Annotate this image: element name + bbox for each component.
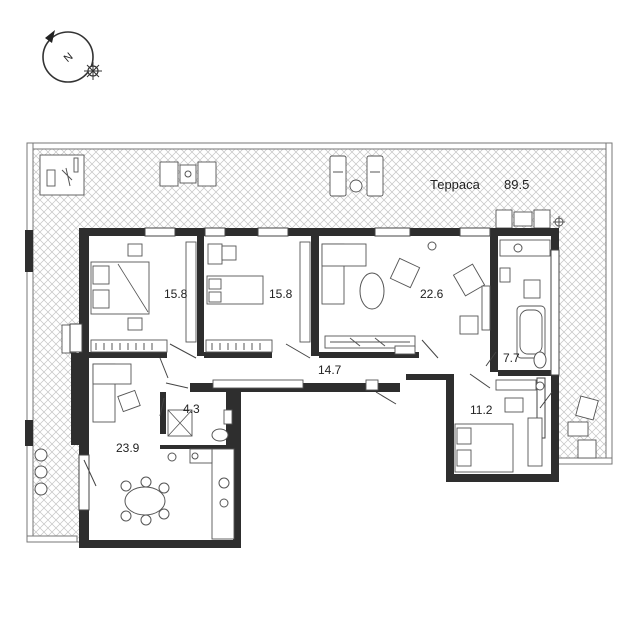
- living-room-furniture-icon: [321, 241, 491, 355]
- terrace-shower-icon: [39, 154, 85, 196]
- bathroom-2-fixtures-icon: [167, 409, 233, 442]
- terrace-side-chairs-icon: [495, 209, 565, 229]
- bedroom-1-bed-icon: [90, 243, 150, 331]
- room-area-bedroom-2: 15.8: [269, 287, 293, 301]
- bedroom-1-wardrobe-icon: [90, 241, 197, 353]
- sun-icon: [84, 62, 102, 80]
- bedroom-2-bed-icon: [205, 241, 311, 353]
- compass-letter: N: [62, 51, 76, 65]
- bedroom-3-furniture-icon: [454, 379, 545, 473]
- bathroom-1-fixtures-icon: [499, 239, 551, 369]
- room-area-bedroom-1: 15.8: [164, 287, 188, 301]
- apartment: 15.8 15.8 22.6 14.7 7.7 11.2 4.3 23.9: [69, 227, 560, 548]
- room-area-kitchen-dining: 23.9: [116, 441, 140, 455]
- room-area-bathroom-1: 7.7: [503, 351, 520, 365]
- terrace-name: Терраса: [430, 177, 481, 192]
- terrace-right-chairs-icon: [567, 395, 599, 459]
- hall-cabinet-icon: [212, 379, 379, 391]
- room-area-bathroom-2: 4.3: [183, 402, 200, 416]
- terrace-table-chairs-icon: [159, 161, 217, 187]
- room-area-bedroom-3: 11.2: [470, 403, 493, 417]
- terrace-loungers-icon: [329, 155, 384, 197]
- terrace-area: 89.5: [504, 177, 529, 192]
- terrace: Терраса 89.5: [25, 142, 613, 543]
- room-area-hall: 14.7: [318, 363, 342, 377]
- kitchen-furniture-icon: [92, 363, 235, 540]
- compass-icon: N: [42, 30, 102, 83]
- doors: [83, 339, 553, 487]
- room-area-living-room: 22.6: [420, 287, 444, 301]
